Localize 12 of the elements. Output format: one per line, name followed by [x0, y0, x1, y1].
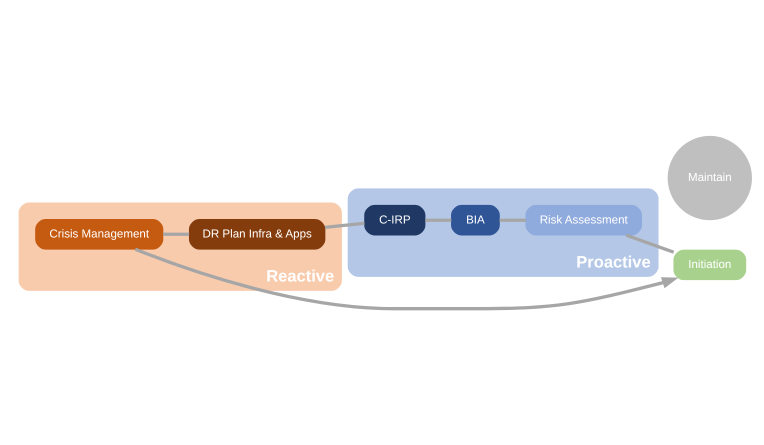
node-circle: Maintain — [668, 136, 752, 220]
connector — [500, 218, 526, 222]
node-box: Risk Assessment — [525, 204, 642, 236]
node-box: Initiation — [673, 250, 746, 280]
arrow — [134, 248, 679, 310]
connector — [626, 234, 674, 254]
connector — [425, 218, 452, 222]
node-box: C-IRP — [364, 204, 426, 236]
node-box: Crisis Management — [35, 218, 164, 250]
connector — [162, 232, 190, 236]
node-box: DR Plan Infra & Apps — [188, 218, 326, 250]
node-box: BIA — [451, 204, 500, 236]
